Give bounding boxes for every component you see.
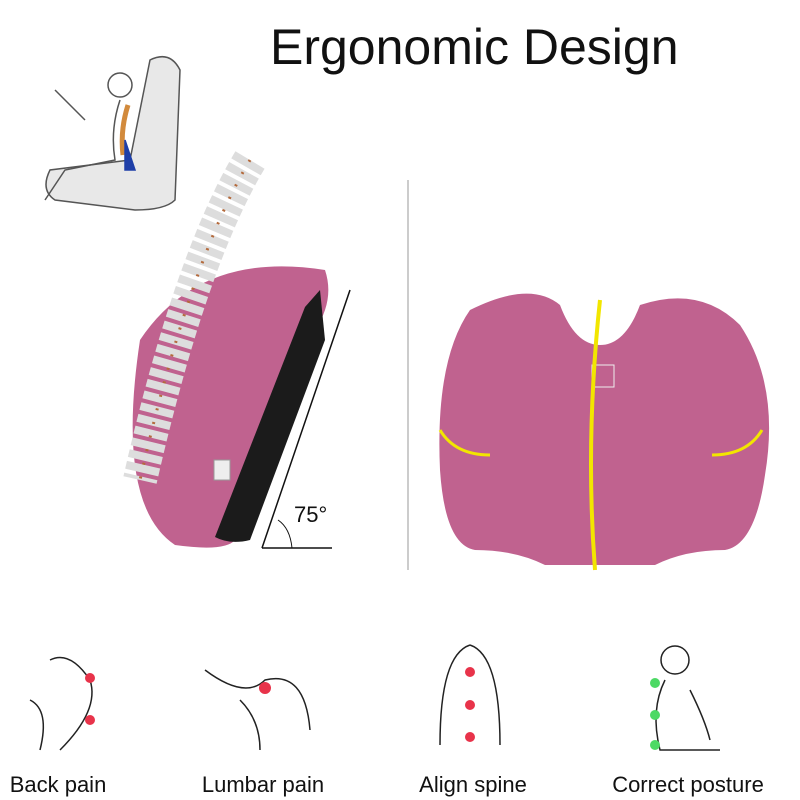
cushion-side-view — [123, 151, 351, 549]
benefit-label-correct-posture: Correct posture — [612, 772, 764, 797]
arrow-left-icon — [438, 429, 491, 457]
arrow-right-icon — [711, 429, 764, 457]
back-pain-icon — [29, 656, 95, 751]
lumbar-pain-icon — [204, 669, 311, 751]
spine-line — [589, 299, 602, 571]
benefit-label-back-pain: Back pain — [9, 772, 107, 797]
brand-logo — [213, 459, 231, 481]
benefit-label-lumbar-pain: Lumbar pain — [201, 772, 325, 797]
correct-posture-icon — [650, 645, 720, 751]
angle-label: 75° — [294, 502, 328, 527]
benefit-label-align-spine: Align spine — [419, 772, 527, 797]
align-spine-icon — [439, 644, 501, 746]
cushion-front-view — [438, 293, 770, 571]
driver-seat-illustration — [44, 55, 181, 211]
page-title: Ergonomic Design — [270, 19, 679, 75]
